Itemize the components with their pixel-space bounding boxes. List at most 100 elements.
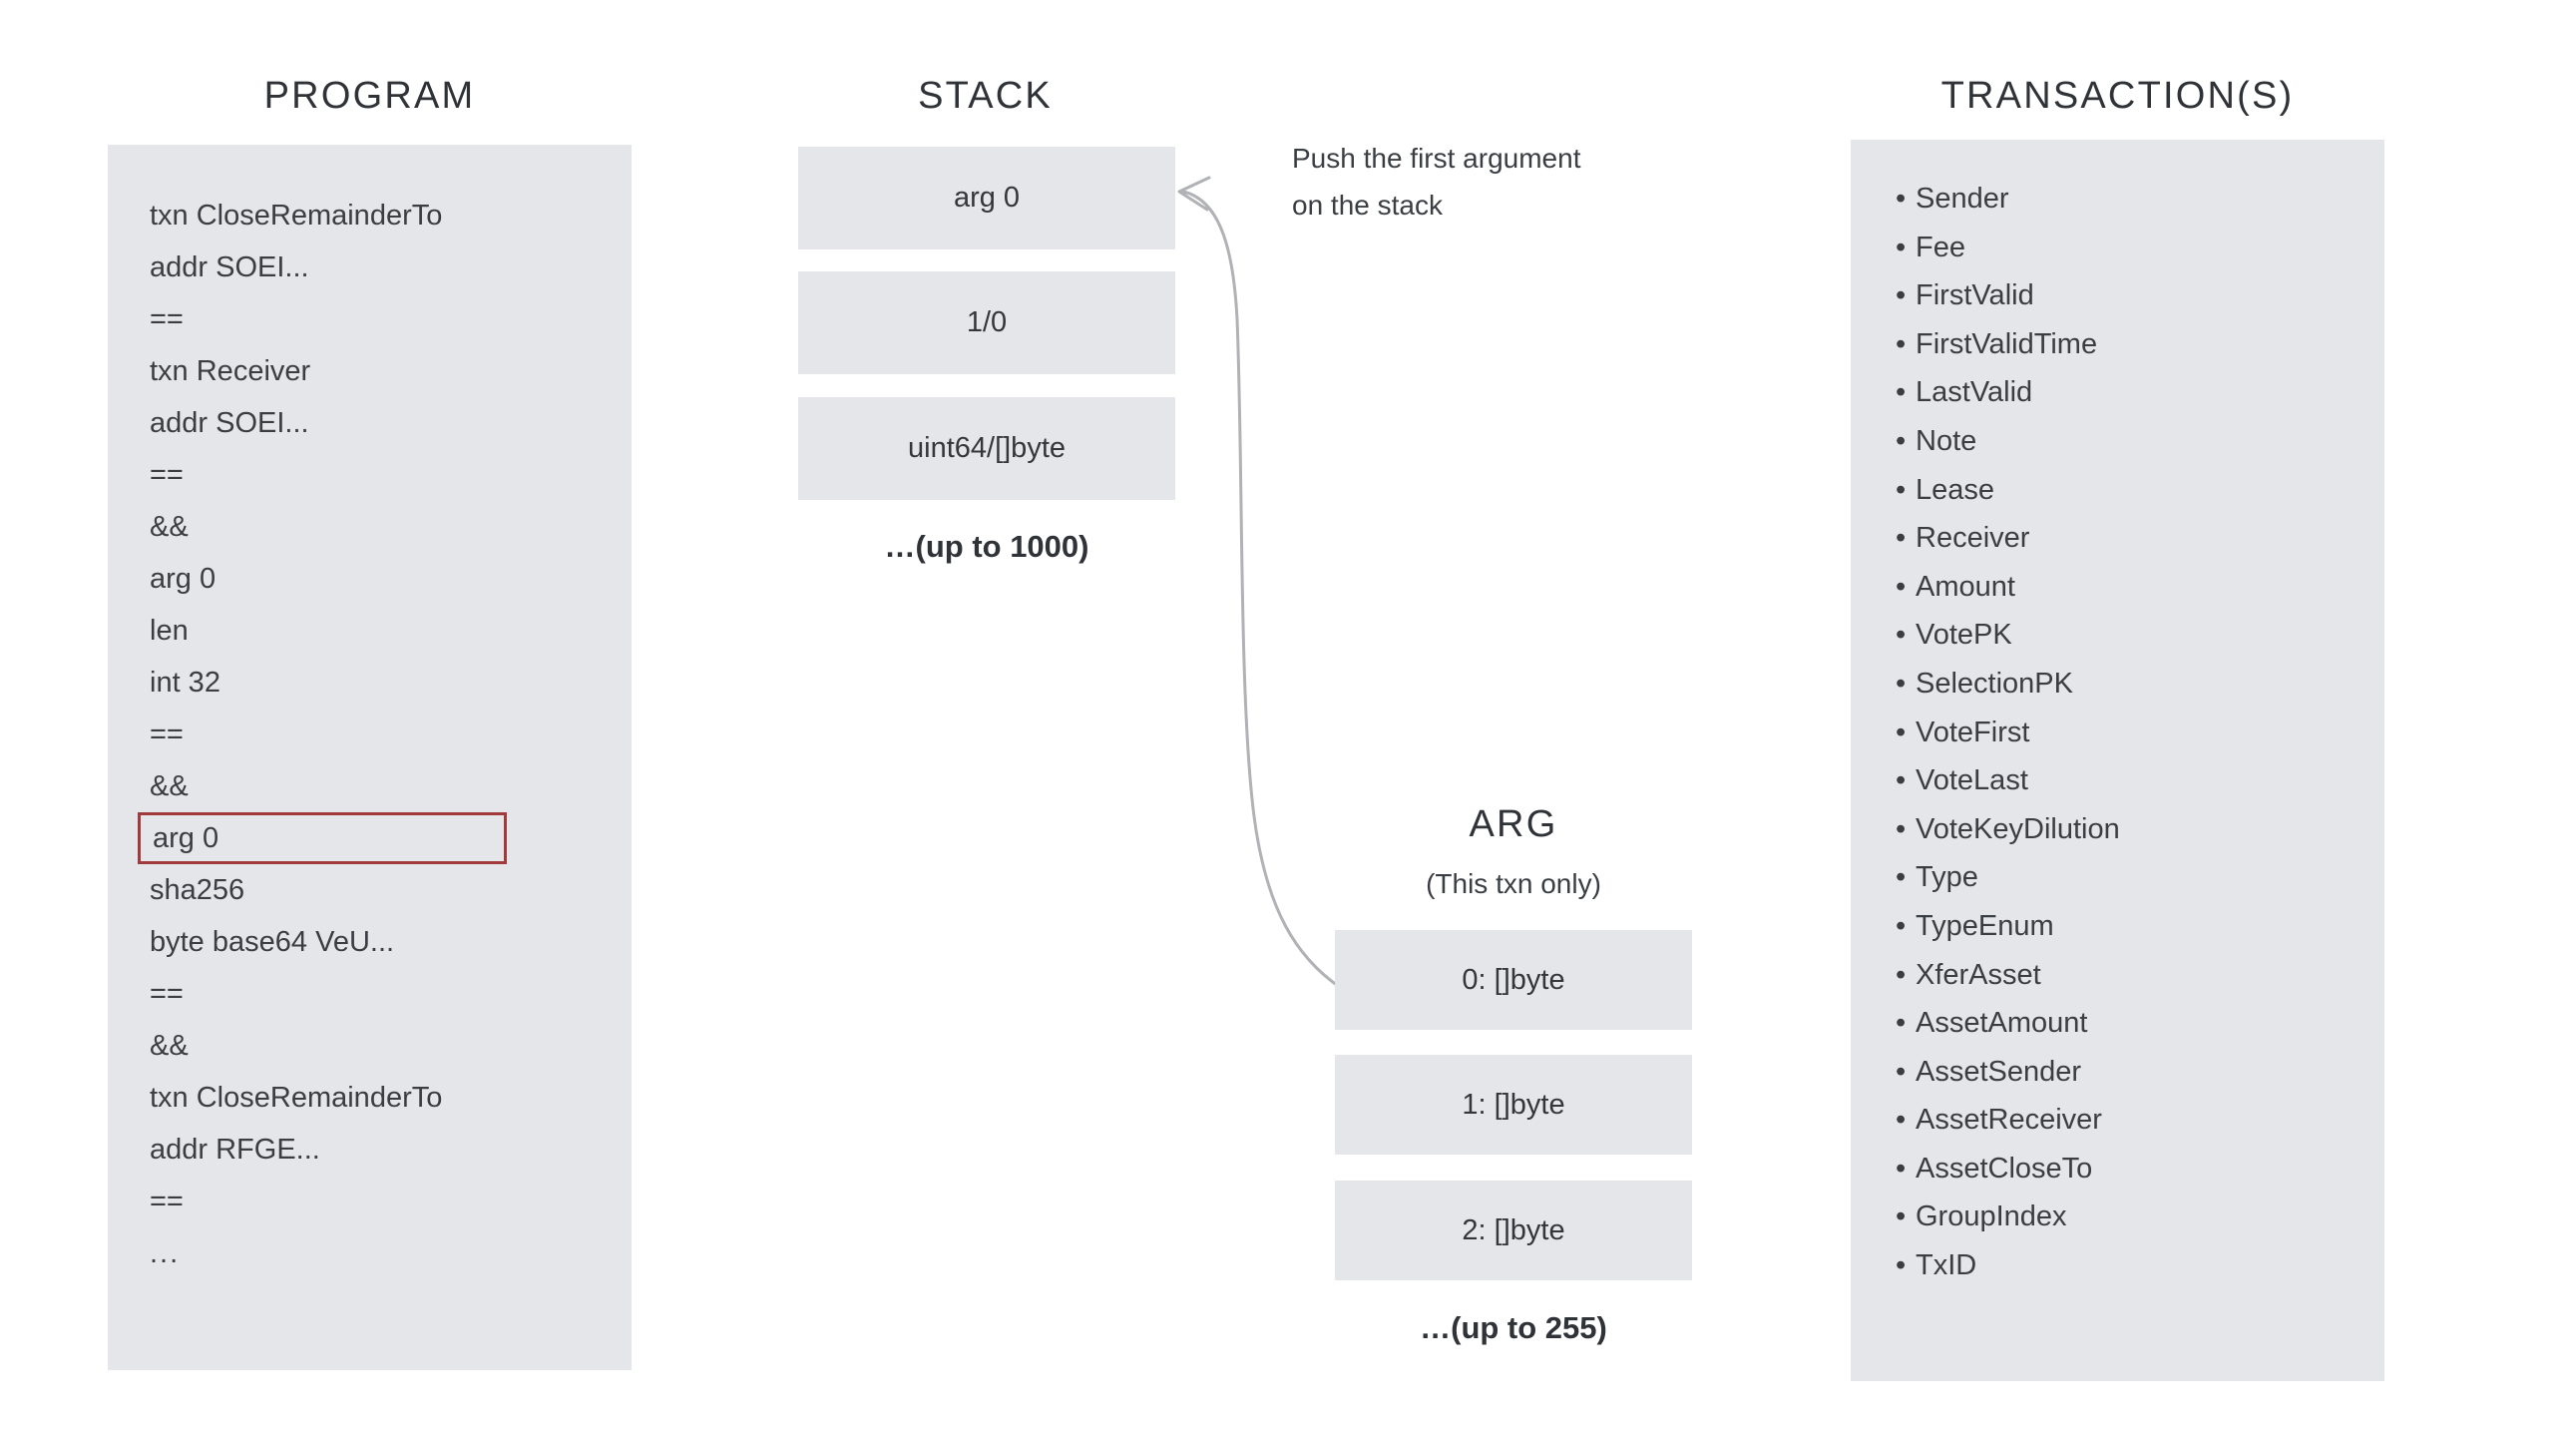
arg-column-title: ARG bbox=[1469, 803, 1558, 845]
transaction-field-label: TypeEnum bbox=[1916, 909, 2054, 942]
transaction-field-label: Amount bbox=[1916, 570, 2015, 603]
transaction-field-label: TxID bbox=[1916, 1249, 1977, 1282]
program-line: == bbox=[150, 1186, 184, 1217]
transaction-field-label: XferAsset bbox=[1916, 958, 2041, 991]
transaction-field-label: VotePK bbox=[1916, 619, 2012, 652]
transaction-field-label: FirstValid bbox=[1916, 279, 2034, 312]
arg-cell: 2: []byte bbox=[1335, 1181, 1692, 1280]
program-line: txn Receiver bbox=[150, 355, 311, 387]
transaction-field: • Fee bbox=[1896, 224, 2364, 272]
program-instruction-list: txn CloseRemainderTo addr SOEI... == txn Re… bbox=[138, 190, 619, 1279]
annotation-text: Push the first argument on the stack bbox=[1292, 135, 1711, 229]
program-line: && bbox=[150, 1030, 189, 1062]
bullet-icon: • bbox=[1896, 1104, 1907, 1137]
program-line: && bbox=[150, 770, 189, 802]
program-line: txn CloseRemainderTo bbox=[150, 200, 443, 232]
transaction-field: • AssetAmount bbox=[1896, 999, 2364, 1048]
program-line: == bbox=[150, 718, 184, 750]
transaction-field: • VotePK bbox=[1896, 611, 2364, 660]
bullet-icon: • bbox=[1896, 327, 1907, 360]
transaction-field: • SelectionPK bbox=[1896, 660, 2364, 709]
transaction-field: • Receiver bbox=[1896, 514, 2364, 563]
program-line: == bbox=[150, 978, 184, 1010]
program-line: txn CloseRemainderTo bbox=[150, 1082, 443, 1114]
arg-cell: 0: []byte bbox=[1335, 930, 1692, 1030]
bullet-icon: • bbox=[1896, 1007, 1907, 1040]
bullet-icon: • bbox=[1896, 1200, 1907, 1233]
bullet-icon: • bbox=[1896, 958, 1907, 991]
transaction-field-label: Note bbox=[1916, 424, 1977, 457]
program-line: == bbox=[150, 303, 184, 335]
bullet-icon: • bbox=[1896, 1055, 1907, 1088]
transaction-field: • VoteKeyDilution bbox=[1896, 805, 2364, 854]
transaction-field-label: VoteKeyDilution bbox=[1916, 812, 2120, 845]
transaction-field-label: GroupIndex bbox=[1916, 1200, 2067, 1233]
bullet-icon: • bbox=[1896, 183, 1907, 215]
transaction-field: • VoteFirst bbox=[1896, 709, 2364, 757]
annotation-line-2: on the stack bbox=[1292, 190, 1443, 221]
bullet-icon: • bbox=[1896, 716, 1907, 748]
transaction-field-label: Receiver bbox=[1916, 522, 2030, 555]
bullet-icon: • bbox=[1896, 812, 1907, 845]
arg-subtitle: (This txn only) bbox=[1426, 868, 1601, 899]
bullet-icon: • bbox=[1896, 764, 1907, 797]
program-line: ... bbox=[150, 1237, 181, 1269]
transaction-field-label: SelectionPK bbox=[1916, 667, 2073, 700]
transaction-field-label: Lease bbox=[1916, 473, 1995, 506]
transaction-field-label: AssetSender bbox=[1916, 1055, 2082, 1088]
transaction-field-label: AssetAmount bbox=[1916, 1007, 2088, 1040]
program-line: addr RFGE... bbox=[150, 1134, 320, 1166]
program-line: int 32 bbox=[150, 667, 220, 699]
transactions-column-title: TRANSACTION(S) bbox=[1940, 75, 2295, 117]
bullet-icon: • bbox=[1896, 1249, 1907, 1282]
arg-cell: 1: []byte bbox=[1335, 1055, 1692, 1155]
transaction-field-label: Fee bbox=[1916, 231, 1965, 263]
transaction-field: • Sender bbox=[1896, 175, 2364, 224]
bullet-icon: • bbox=[1896, 231, 1907, 263]
program-line: sha256 bbox=[150, 874, 245, 906]
program-line: byte base64 VeU... bbox=[150, 926, 395, 958]
transaction-field: • GroupIndex bbox=[1896, 1193, 2364, 1241]
transaction-field: • AssetSender bbox=[1896, 1048, 2364, 1097]
transaction-field: • FirstValid bbox=[1896, 271, 2364, 320]
transaction-field-label: VoteFirst bbox=[1916, 716, 2030, 748]
program-line-highlighted: arg 0 bbox=[138, 812, 507, 864]
bullet-icon: • bbox=[1896, 473, 1907, 506]
transaction-field-label: VoteLast bbox=[1916, 764, 2028, 797]
transaction-field: • TxID bbox=[1896, 1241, 2364, 1290]
stack-cell: uint64/[]byte bbox=[798, 397, 1175, 500]
arg-capacity-label: …(up to 255) bbox=[1420, 1310, 1607, 1345]
stack-cell: 1/0 bbox=[798, 271, 1175, 374]
transaction-field: • AssetReceiver bbox=[1896, 1096, 2364, 1145]
transaction-field: • Note bbox=[1896, 417, 2364, 466]
bullet-icon: • bbox=[1896, 909, 1907, 942]
transaction-field-label: LastValid bbox=[1916, 376, 2033, 409]
transaction-field: • XferAsset bbox=[1896, 951, 2364, 1000]
transaction-field-label: FirstValidTime bbox=[1916, 327, 2098, 360]
bullet-icon: • bbox=[1896, 279, 1907, 312]
bullet-icon: • bbox=[1896, 619, 1907, 652]
stack-column-title: STACK bbox=[918, 75, 1053, 117]
bullet-icon: • bbox=[1896, 861, 1907, 894]
bullet-icon: • bbox=[1896, 424, 1907, 457]
bullet-icon: • bbox=[1896, 522, 1907, 555]
transaction-field: • LastValid bbox=[1896, 368, 2364, 417]
transaction-field-list: • Sender • Fee • FirstValid • FirstValidTime • La… bbox=[1896, 175, 2364, 1290]
program-column-title: PROGRAM bbox=[263, 75, 476, 117]
transaction-field: • VoteLast bbox=[1896, 756, 2364, 805]
bullet-icon: • bbox=[1896, 667, 1907, 700]
transaction-field-label: AssetCloseTo bbox=[1916, 1152, 2093, 1185]
bullet-icon: • bbox=[1896, 376, 1907, 409]
transaction-field-label: AssetReceiver bbox=[1916, 1104, 2102, 1137]
program-line: addr SOEI... bbox=[150, 407, 309, 439]
transaction-field: • FirstValidTime bbox=[1896, 320, 2364, 369]
program-line: && bbox=[150, 511, 189, 543]
transaction-field-label: Sender bbox=[1916, 183, 2009, 215]
transaction-field: • TypeEnum bbox=[1896, 902, 2364, 951]
annotation-line-1: Push the first argument bbox=[1292, 143, 1581, 174]
transaction-field: • Type bbox=[1896, 853, 2364, 902]
stack-cell: arg 0 bbox=[798, 147, 1175, 249]
program-line: arg 0 bbox=[150, 563, 216, 595]
transaction-field-label: Type bbox=[1916, 861, 1978, 894]
transaction-field: •AssetCloseTo bbox=[1896, 1145, 2364, 1194]
